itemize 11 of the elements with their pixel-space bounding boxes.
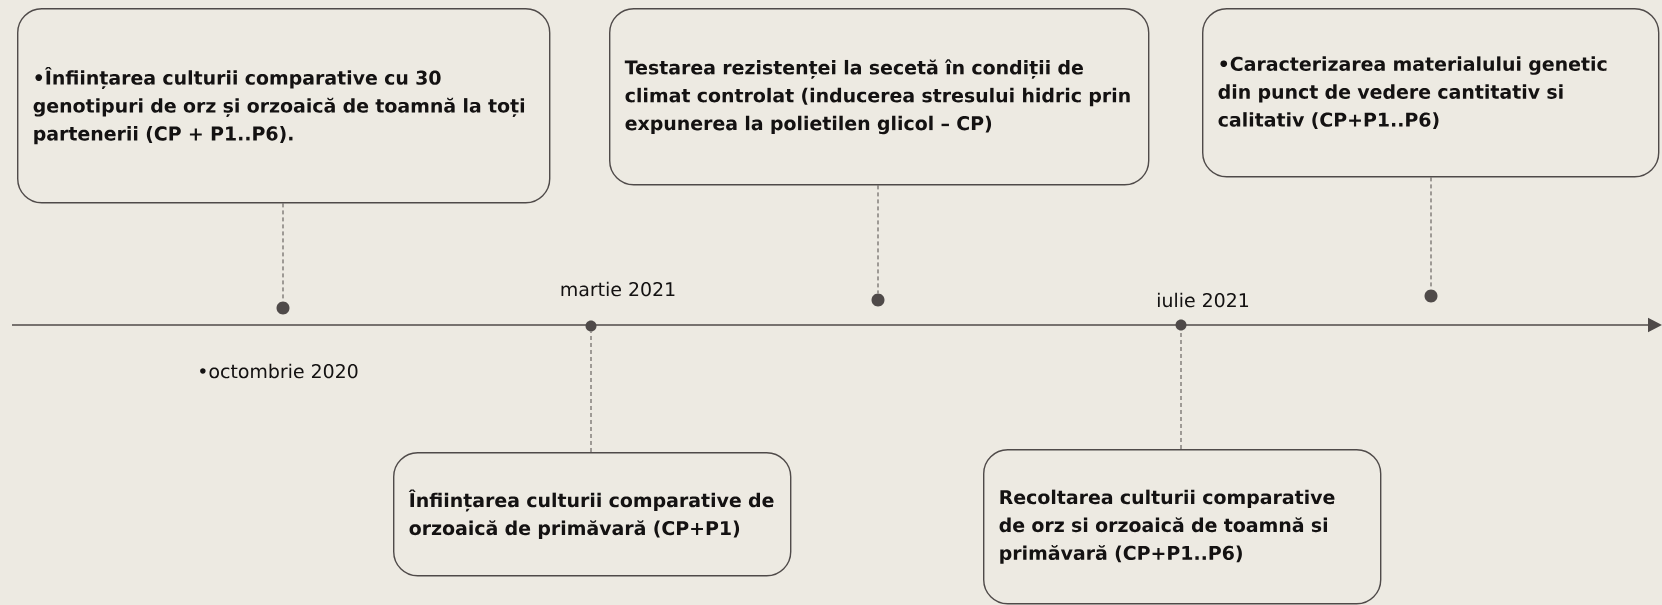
leader-line bbox=[1180, 330, 1182, 450]
date-label: iulie 2021 bbox=[1158, 292, 1249, 308]
date-label: •octombrie 2020 bbox=[200, 363, 358, 379]
event-box: Recoltarea culturii comparative de orz si orzoaică de toamnă si primăvară (CP+P1..P6) bbox=[983, 449, 1382, 605]
date-label: martie 2021 bbox=[561, 281, 675, 297]
leader-line bbox=[877, 184, 879, 294]
event-box: •Caracterizarea materialului genetic din punct de vedere cantitativ si calitativ (CP+P1..P6) bbox=[1202, 8, 1660, 178]
leader-line bbox=[590, 331, 592, 453]
event-box: Testarea rezistenței la secetă în condiții de climat controlat (inducerea stresului hidric prin expunerea la polietilen glicol – CP) bbox=[609, 8, 1150, 186]
event-box: •Înființarea culturii comparative cu 30 genotipuri de orz și orzoaică de toamnă la toți partenerii (CP + P1..P6). bbox=[17, 8, 551, 204]
event-box: Înființarea culturii comparative de orzoaică de primăvară (CP+P1) bbox=[393, 452, 792, 577]
